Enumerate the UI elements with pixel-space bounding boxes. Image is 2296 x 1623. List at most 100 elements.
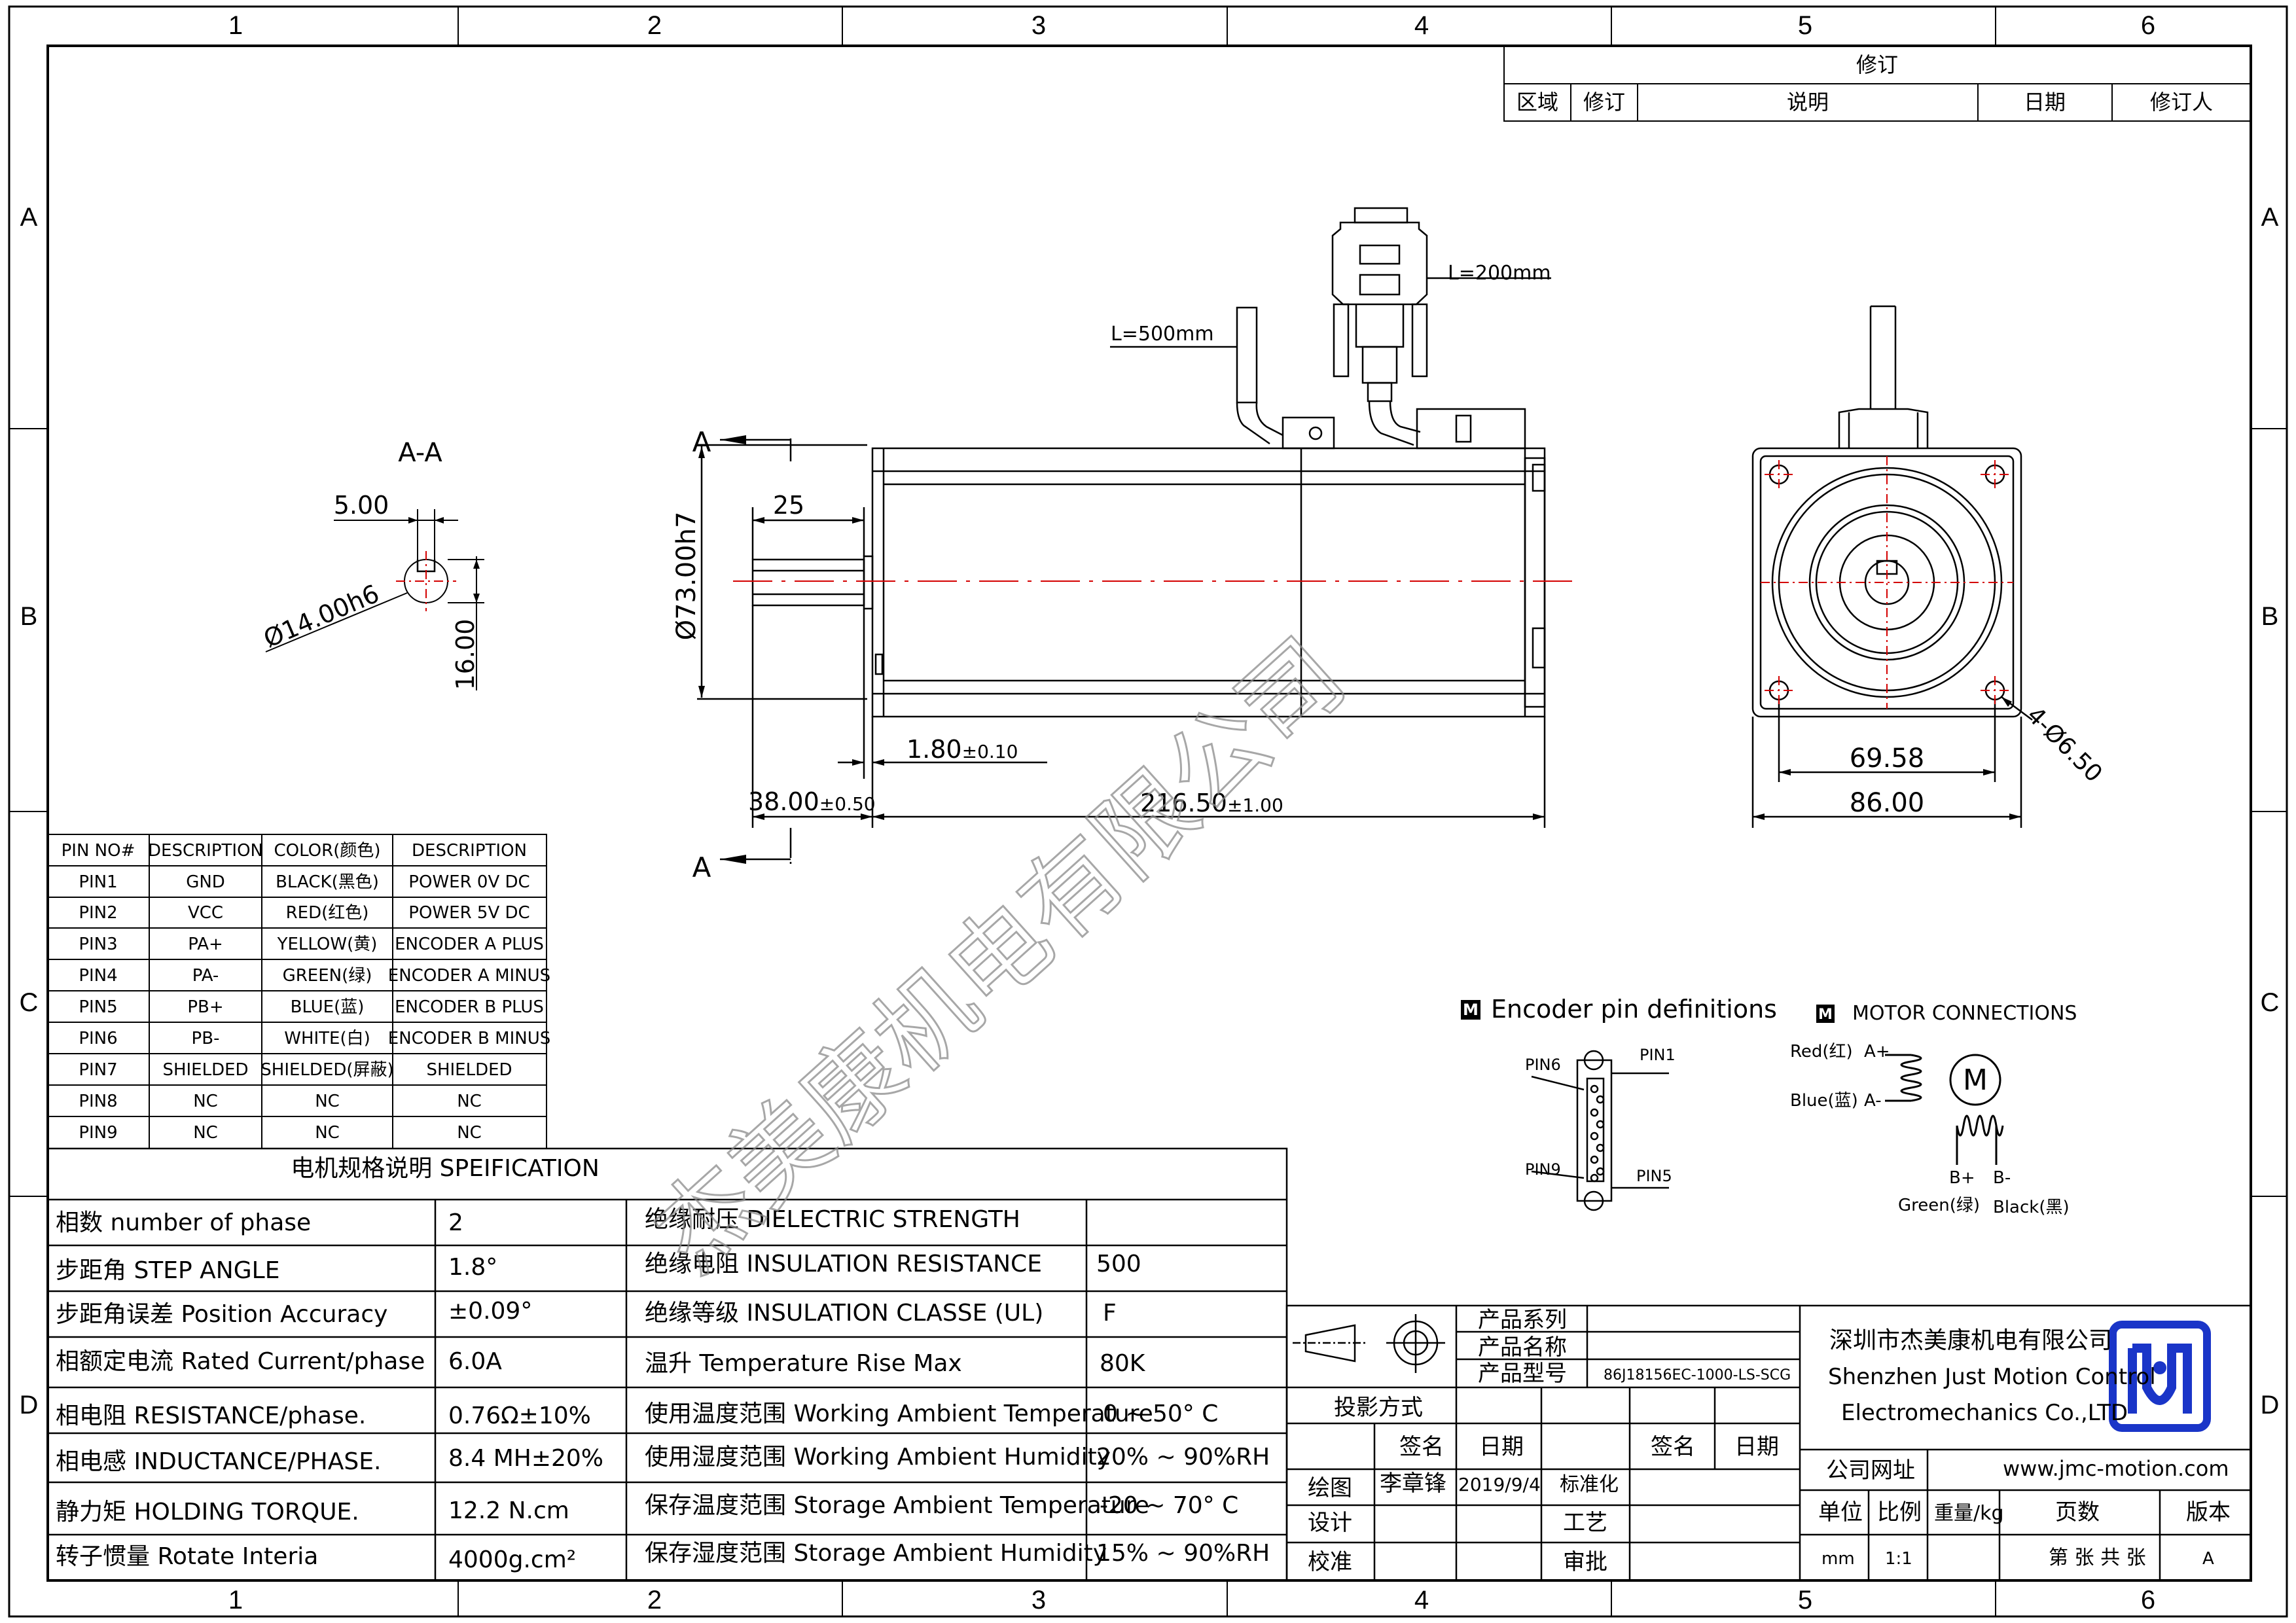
drawn-label: 绘图 bbox=[1308, 1475, 1352, 1501]
pin-row-7-no: PIN7 bbox=[79, 1060, 117, 1080]
wire-red: Red(红) bbox=[1790, 1042, 1853, 1061]
approve-label: 审批 bbox=[1563, 1549, 1607, 1575]
wire-green: Green(绿) bbox=[1898, 1196, 1980, 1215]
wire-blue: Blue(蓝) bbox=[1790, 1091, 1858, 1111]
key-height-dim: 16.00 bbox=[451, 619, 480, 690]
pin-row-6-desc: PB- bbox=[192, 1029, 220, 1048]
spec-r3-value: ±0.09° bbox=[448, 1298, 532, 1325]
motor-side-view: A A L=500mm L=200mm 25 Ø73.00h7 1.80±0.1… bbox=[672, 207, 1577, 883]
pin-row-2-desc: VCC bbox=[188, 903, 223, 923]
pin-row-5-desc: PB+ bbox=[187, 997, 223, 1017]
unit-value: mm bbox=[1821, 1549, 1855, 1569]
wire-a-minus: A- bbox=[1864, 1091, 1882, 1111]
zone-col-2-bottom: 2 bbox=[647, 1586, 662, 1614]
spec-r2-name-2: 绝缘电阻 INSULATION RESISTANCE bbox=[645, 1251, 1042, 1277]
section-title: A-A bbox=[398, 438, 442, 468]
zone-row-d-right: D bbox=[2261, 1391, 2280, 1419]
spec-r8-name-2: 保存湿度范围 Storage Ambient Humidity bbox=[645, 1540, 1107, 1567]
pin-row-3-func: ENCODER A PLUS bbox=[395, 935, 544, 954]
motor-flange bbox=[863, 555, 874, 610]
pin-row-2-no: PIN2 bbox=[79, 903, 117, 923]
pin-row-4-func: ENCODER A MINUS bbox=[388, 966, 550, 986]
revision-header-date: 日期 bbox=[2024, 90, 2066, 115]
pin-row-2-color: RED(红色) bbox=[286, 903, 369, 923]
scale-value: 1:1 bbox=[1885, 1549, 1912, 1569]
spec-r7-name-2: 保存温度范围 Storage Ambient Temperature bbox=[645, 1492, 1149, 1519]
svg-text:M: M bbox=[1463, 1001, 1479, 1019]
encoder-pin-diagram: M Encoder pin definitions PIN6 PIN1 PIN9 bbox=[1461, 995, 1777, 1211]
product-model-label: 产品型号 bbox=[1478, 1361, 1567, 1387]
spec-r3-value-2: F bbox=[1103, 1300, 1117, 1327]
pin-row-3-desc: PA+ bbox=[188, 935, 223, 954]
pin-row-6-no: PIN6 bbox=[79, 1029, 117, 1048]
encoder-cable-length: L=200mm bbox=[1448, 262, 1551, 285]
motor-symbol-letter: M bbox=[1963, 1063, 1988, 1097]
zone-row-b-left: B bbox=[20, 602, 38, 631]
wire-b-minus: B- bbox=[1993, 1168, 2011, 1188]
pin-row-4-no: PIN4 bbox=[79, 966, 117, 986]
pin-row-1-desc: GND bbox=[186, 872, 225, 892]
pin-row-3-color: YELLOW(黄) bbox=[277, 935, 378, 954]
zone-col-3-bottom: 3 bbox=[1031, 1586, 1046, 1614]
pin-header-color: COLOR(颜色) bbox=[274, 841, 381, 861]
revision-title: 修订 bbox=[1856, 52, 1898, 77]
spec-title: 电机规格说明 SPEIFICATION bbox=[291, 1155, 600, 1182]
pin-row-7-func: SHIELDED bbox=[426, 1060, 512, 1080]
spec-r6-value-2: 20% ~ 90%RH bbox=[1096, 1444, 1270, 1471]
motor-front-view: 69.58 86.00 4-Ø6.50 bbox=[1751, 305, 2108, 828]
spec-r4-name: 相额定电流 Rated Current/phase bbox=[56, 1348, 425, 1375]
section-view-a-a: A-A 5.00 16.00 Ø14.00h6 bbox=[259, 438, 484, 690]
zone-labels: 1 2 3 4 5 6 1 2 3 4 5 6 A B C D A B C D bbox=[20, 11, 2280, 1614]
shaft-extension-dim: 38.00±0.50 bbox=[748, 787, 876, 816]
spec-r7-value: 12.2 N.cm bbox=[448, 1497, 569, 1524]
encoder-pin5: PIN5 bbox=[1636, 1167, 1672, 1185]
encoder-pins-title: Encoder pin definitions bbox=[1491, 995, 1777, 1024]
spec-r5-value-2: 0 ~ 50° C bbox=[1103, 1400, 1218, 1427]
pin-row-6-func: ENCODER B MINUS bbox=[388, 1029, 550, 1048]
power-cable bbox=[1236, 306, 1258, 404]
shaft-diameter-dim: Ø14.00h6 bbox=[259, 579, 383, 654]
pin-row-2-func: POWER 5V DC bbox=[408, 903, 529, 923]
keyway-width-dim: 5.00 bbox=[334, 491, 389, 520]
pin-row-6-color: WHITE(白) bbox=[284, 1029, 370, 1048]
spec-r7-value-2: -20 ~ 70° C bbox=[1100, 1492, 1238, 1519]
spec-r4-value-2: 80K bbox=[1100, 1350, 1146, 1377]
check-label: 校准 bbox=[1308, 1549, 1352, 1575]
flange-diameter-dim: Ø73.00h7 bbox=[672, 512, 702, 641]
spec-r8-value: 4000g.cm² bbox=[448, 1546, 576, 1573]
section-mark-bottom: A bbox=[692, 851, 711, 883]
coil-b-icon bbox=[1956, 1115, 2004, 1165]
zone-row-c-right: C bbox=[2261, 988, 2280, 1017]
motor-symbol-icon bbox=[1949, 1054, 2001, 1106]
frame-size-dim: 86.00 bbox=[1850, 788, 1925, 818]
motor-face bbox=[1751, 447, 2022, 718]
scale-label: 比例 bbox=[1877, 1499, 1922, 1525]
mounting-holes-dim: 4-Ø6.50 bbox=[2022, 702, 2108, 787]
wire-b-plus: B+ bbox=[1949, 1168, 1975, 1188]
pin-row-8-no: PIN8 bbox=[79, 1092, 117, 1111]
wire-black: Black(黑) bbox=[1993, 1198, 2070, 1217]
revision-header-reviser: 修订人 bbox=[2150, 90, 2213, 115]
zone-row-d-left: D bbox=[20, 1391, 39, 1419]
product-name-label: 产品名称 bbox=[1478, 1334, 1567, 1361]
zone-col-2-top: 2 bbox=[647, 11, 662, 40]
company-name-cn: 深圳市杰美康机电有限公司 bbox=[1829, 1327, 2112, 1354]
motor-connections-diagram: M MOTOR CONNECTIONS M Red(红) A+ Blue(蓝) … bbox=[1790, 1002, 2077, 1217]
spec-r1-name-2: 绝缘耐压 DIELECTRIC STRENGTH bbox=[645, 1206, 1020, 1233]
pin-row-3-no: PIN3 bbox=[79, 935, 117, 954]
zone-col-6-bottom: 6 bbox=[2141, 1586, 2155, 1614]
pin-row-8-desc: NC bbox=[193, 1092, 218, 1111]
pin-row-1-no: PIN1 bbox=[79, 872, 117, 892]
spec-r4-value: 6.0A bbox=[448, 1348, 502, 1375]
title-block: 产品系列 产品名称 产品型号 86J18156EC-1000-LS-SCG 投影… bbox=[1285, 1304, 2252, 1582]
website: www.jmc-motion.com bbox=[2003, 1456, 2229, 1481]
pin-row-5-no: PIN5 bbox=[79, 997, 117, 1017]
pin-table: PIN NO# DESCRIPTION COLOR(颜色) DESCRIPTIO… bbox=[47, 834, 550, 1149]
encoder-pin9: PIN9 bbox=[1525, 1160, 1561, 1179]
revision-header-zone: 区域 bbox=[1516, 90, 1558, 115]
spec-r3-name: 步距角误差 Position Accuracy bbox=[56, 1301, 387, 1328]
process-label: 工艺 bbox=[1563, 1510, 1607, 1536]
revision-block: 修订 区域 修订 说明 日期 修订人 bbox=[1503, 45, 2251, 122]
pin-row-9-desc: NC bbox=[193, 1123, 218, 1143]
